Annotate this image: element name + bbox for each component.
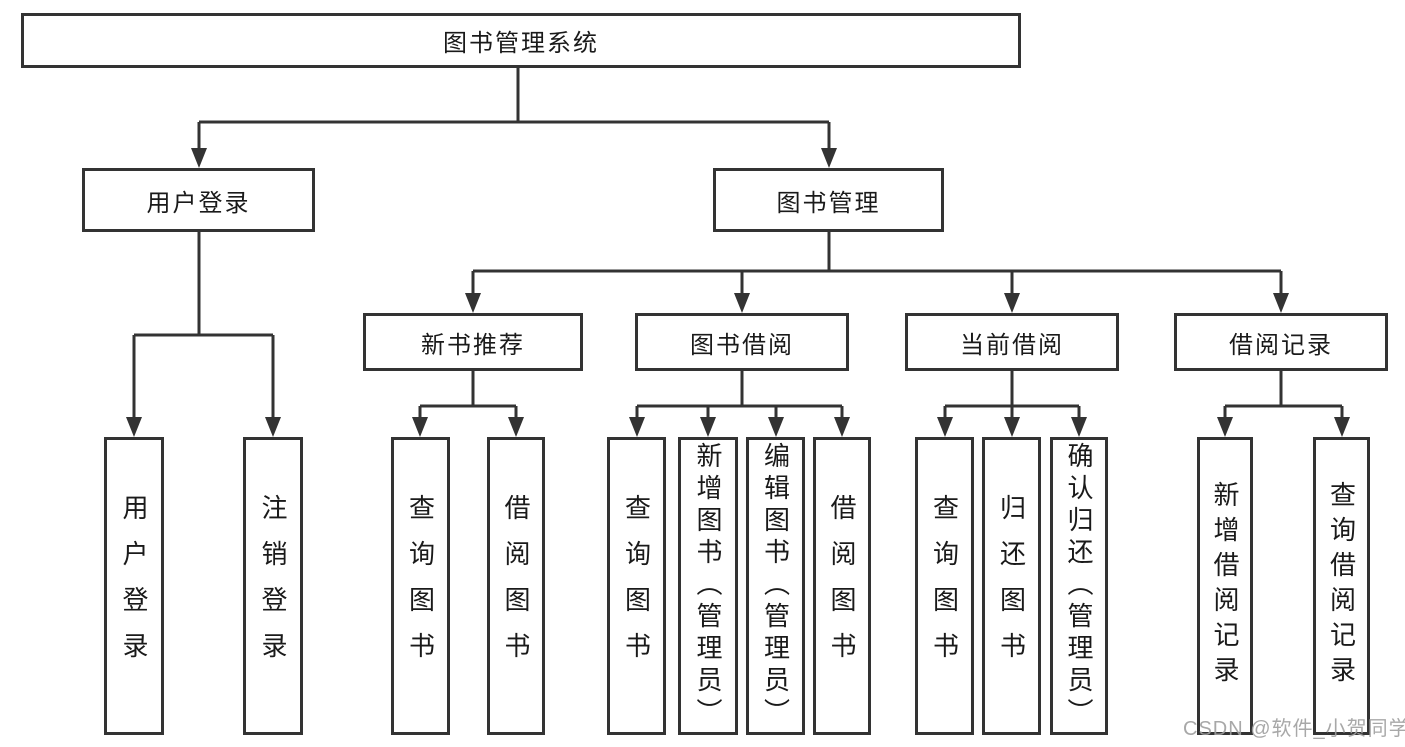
connector-book-lending-to-leaves [635,371,844,421]
leaf-confirm-return-admin: 确认归还（管理员） [1050,437,1108,735]
node-label: 借阅记录 [1229,331,1333,359]
arrowhead [1217,417,1233,437]
node-label: 查询图书 [621,494,652,678]
node-label: 编辑图书（管理员） [760,442,791,730]
watermark-text: CSDN @软件_小贺同学 [1183,718,1405,740]
node-label: 借阅图书 [827,494,857,678]
arrowhead [768,417,784,437]
leaf-query-lending-record: 查询借阅记录 [1313,437,1370,735]
arrowhead [1004,417,1020,437]
node-label: 当前借阅 [960,331,1064,359]
arrowhead [821,148,837,168]
node-label: 新增图书（管理员） [693,442,723,730]
node-book-management: 图书管理 [713,168,944,232]
leaf-query-books-3: 查询图书 [915,437,974,735]
node-label: 图书借阅 [690,331,794,359]
arrowhead [412,417,428,437]
node-lending-records: 借阅记录 [1174,313,1388,371]
node-label: 新书推荐 [421,331,525,359]
connector-root-to-level2 [197,68,831,150]
arrowhead [265,417,281,437]
node-label: 查询图书 [405,494,436,678]
connector-current-lending-to-leaves [943,371,1081,421]
node-label: 借阅图书 [501,494,531,678]
arrowhead [1071,417,1087,437]
node-label: 注销登录 [258,494,288,678]
connector-new-book-recommend-to-leaves [418,371,518,421]
arrowheads [126,148,1350,437]
node-label: 图书管理系统 [443,30,599,57]
arrowhead [465,293,481,313]
arrowhead [734,293,750,313]
connector-lending-records-to-leaves [1223,371,1344,421]
arrowhead [508,417,524,437]
leaf-edit-books-admin: 编辑图书（管理员） [746,437,805,735]
connector-user-login-to-leaves [132,232,275,419]
node-label: 用户登录 [119,494,149,678]
leaf-user-login: 用户登录 [104,437,164,735]
node-label: 查询借阅记录 [1326,481,1357,691]
arrowhead [1004,293,1020,313]
leaf-return-books: 归还图书 [982,437,1041,735]
leaf-borrow-books-1: 借阅图书 [487,437,545,735]
leaf-query-books-2: 查询图书 [607,437,666,735]
arrowhead [629,417,645,437]
arrowhead [126,417,142,437]
leaf-borrow-books-2: 借阅图书 [813,437,871,735]
leaf-add-lending-record: 新增借阅记录 [1197,437,1253,735]
node-user-login: 用户登录 [82,168,315,232]
leaf-add-books-admin: 新增图书（管理员） [678,437,738,735]
node-label: 确认归还（管理员） [1064,442,1094,730]
node-label: 新增借阅记录 [1210,481,1240,691]
leaf-query-books-1: 查询图书 [391,437,450,735]
connector-book-management-to-level3 [471,232,1283,295]
node-label: 用户登录 [146,189,251,217]
arrowhead [834,417,850,437]
node-label: 归还图书 [996,494,1027,678]
arrowhead [191,148,207,168]
leaf-logout: 注销登录 [243,437,303,735]
node-label: 查询图书 [929,494,960,678]
node-root: 图书管理系统 [21,13,1021,68]
arrowhead [1273,293,1289,313]
node-current-lending: 当前借阅 [905,313,1119,371]
arrowhead [937,417,953,437]
arrowhead [700,417,716,437]
node-new-book-recommend: 新书推荐 [363,313,583,371]
arrowhead [1334,417,1350,437]
node-book-lending: 图书借阅 [635,313,849,371]
node-label: 图书管理 [776,189,881,217]
